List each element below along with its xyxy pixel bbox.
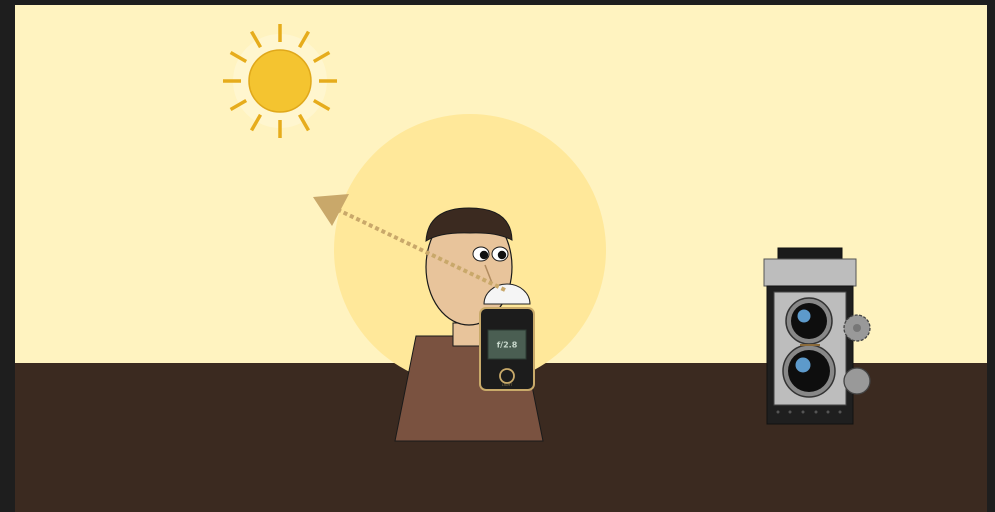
- camera-winder-knob-icon: [844, 368, 870, 394]
- camera-focus-knob-icon: [844, 315, 870, 341]
- sun-disc: [249, 50, 311, 112]
- light-meter: f/2.8 LIGHT: [480, 284, 534, 390]
- person-neck: [453, 323, 483, 346]
- camera-viewing-lens: [786, 298, 832, 344]
- camera-top-plate: [764, 259, 856, 286]
- meter-brand: LIGHT: [502, 383, 513, 387]
- meter-reading: f/2.8: [497, 341, 518, 350]
- camera-taking-lens: [783, 345, 835, 397]
